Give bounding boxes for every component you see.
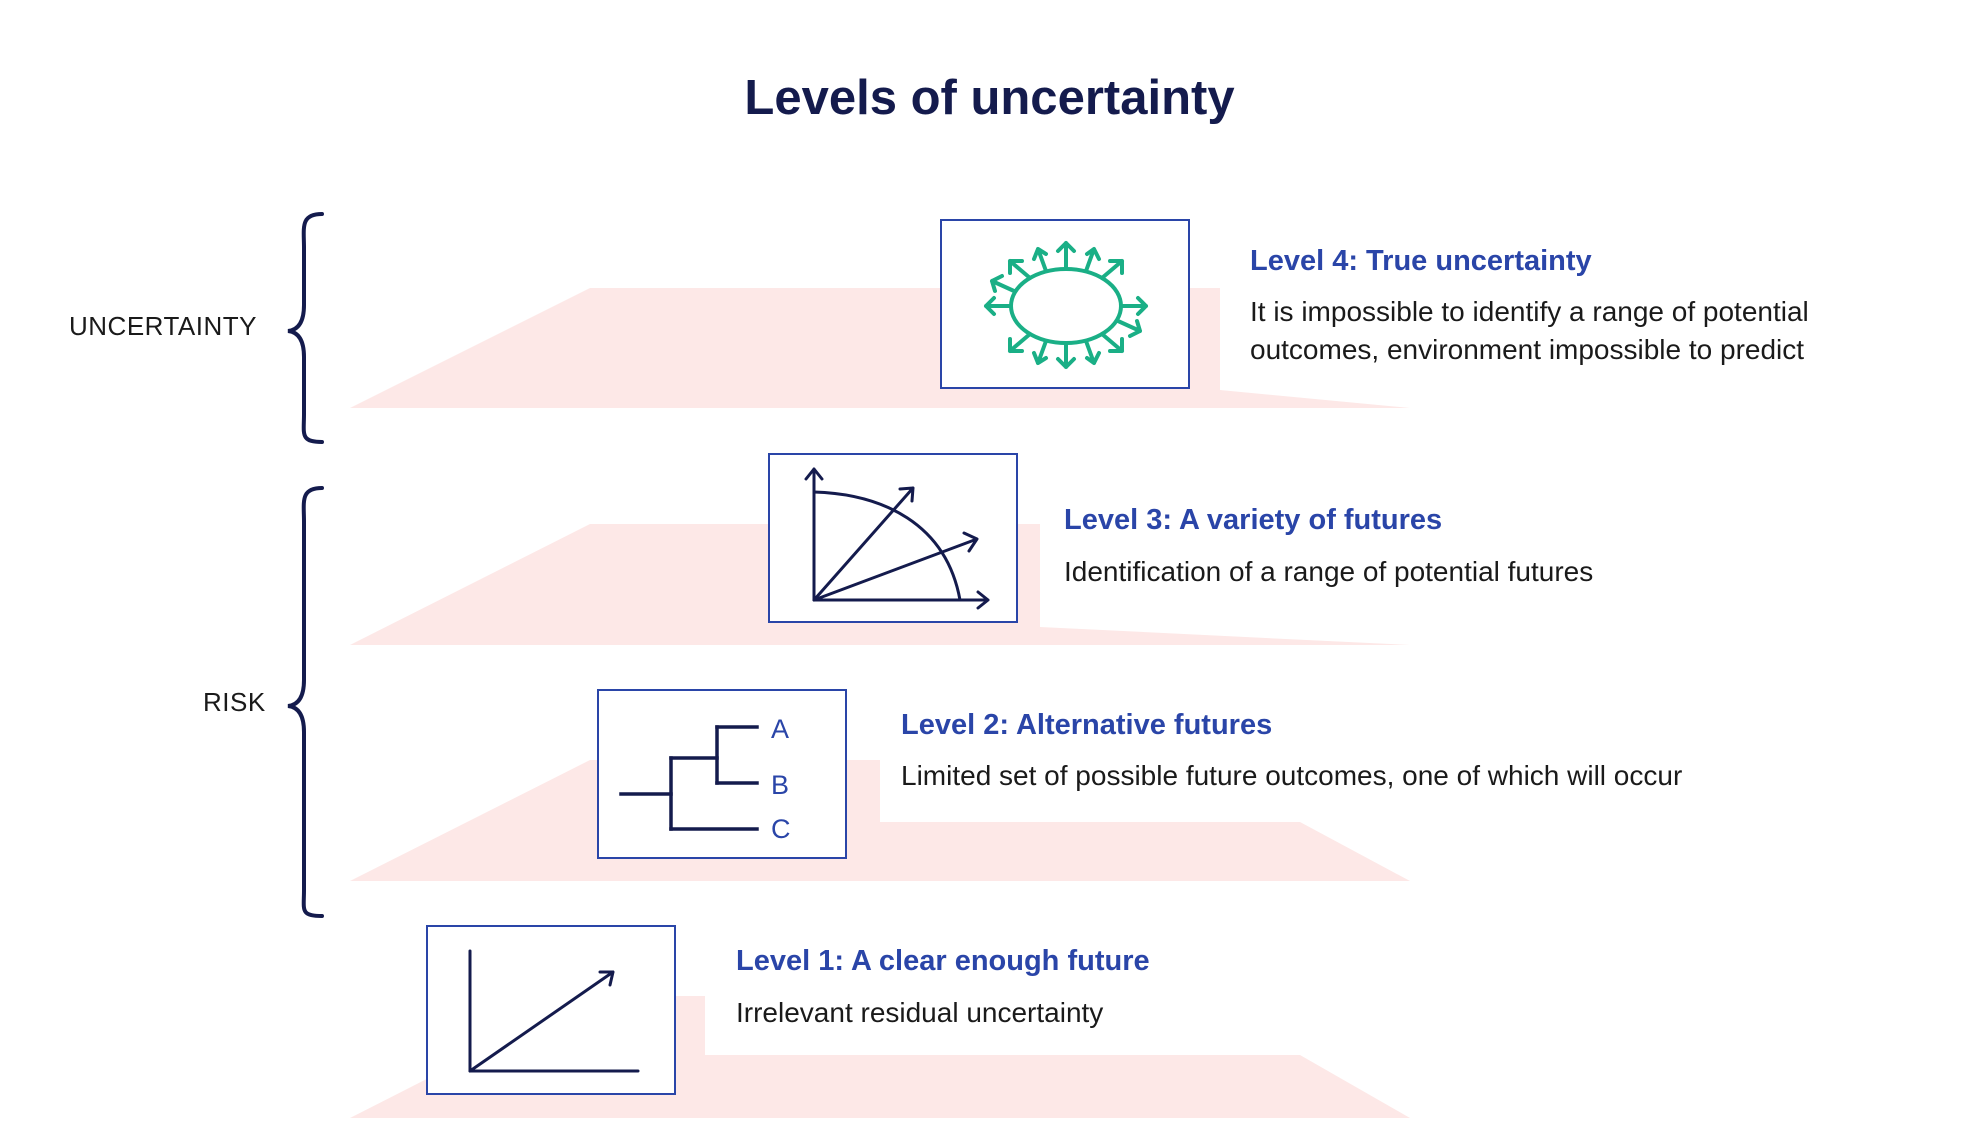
level-1-title: Level 1: A clear enough future	[736, 945, 1150, 977]
uncertainty-group-label: UNCERTAINTY	[69, 311, 257, 341]
level-1-description: Irrelevant residual uncertainty	[736, 997, 1104, 1028]
level-2-title: Level 2: Alternative futures	[901, 709, 1273, 741]
level-2-icon-box: A B C	[597, 689, 847, 859]
level-3-icon-box	[768, 453, 1018, 623]
trend-arrow-icon	[468, 949, 640, 1073]
level-4-icon-box	[940, 219, 1190, 389]
level-2-description: Limited set of possible future outcomes,…	[901, 760, 1683, 791]
level-3-title: Level 3: A variety of futures	[1064, 504, 1443, 536]
level-1-icon-box	[426, 925, 676, 1095]
range-of-vectors-icon	[804, 467, 990, 610]
decision-tree-icon: A B C	[619, 714, 791, 844]
risk-brace	[287, 486, 324, 918]
ambiguity-burst-icon	[984, 241, 1148, 369]
branch-label-a: A	[771, 714, 789, 744]
uncertainty-brace	[287, 212, 324, 444]
level-3-description: Identification of a range of potential f…	[1064, 556, 1594, 587]
level-4-description: It is impossible to identify a range of …	[1250, 296, 1809, 365]
risk-group-label: RISK	[203, 687, 266, 717]
branch-label-c: C	[771, 814, 791, 844]
branch-label-b: B	[771, 770, 789, 800]
page-title: Levels of uncertainty	[744, 71, 1235, 125]
level-4-title: Level 4: True uncertainty	[1250, 245, 1592, 277]
